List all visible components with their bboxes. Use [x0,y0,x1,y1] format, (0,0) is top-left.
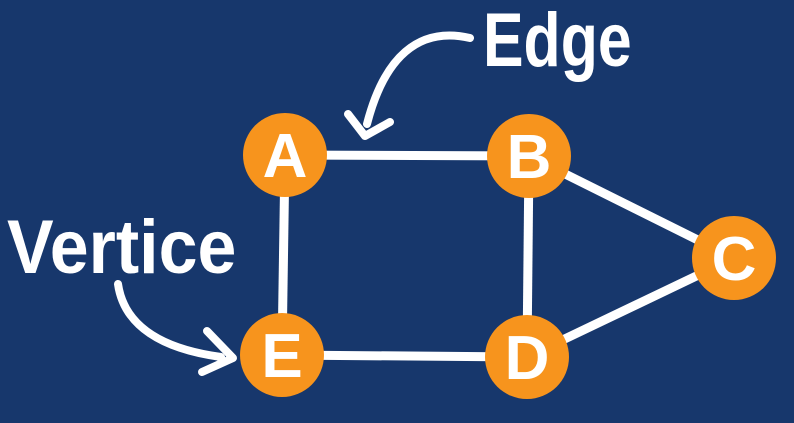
vertex-D-label: D [505,324,550,393]
vertex-A-label: A [263,122,308,191]
vertex-B: B [487,114,571,198]
edge-label: Edge [483,0,632,83]
vertex-D: D [485,315,569,399]
vertex-E-label: E [261,322,302,391]
vertex-E-circle [240,313,324,397]
vertex-C-label: C [712,225,757,294]
vertex-A: A [243,113,327,197]
nodes-layer: A B C D E [240,113,776,399]
vertex-A-circle [243,113,327,197]
vertice-label-arrowhead-icon [198,327,237,376]
vertice-label: Vertice [7,205,237,290]
vertex-D-circle [485,315,569,399]
vertex-C: C [692,216,776,300]
edge-label-arrowhead-icon [344,110,394,140]
vertex-C-circle [692,216,776,300]
edge-label-arrow [363,31,474,128]
vertex-B-label: B [507,123,552,192]
vertice-label-arrow [114,280,225,361]
vertex-E: E [240,313,324,397]
vertex-B-circle [487,114,571,198]
